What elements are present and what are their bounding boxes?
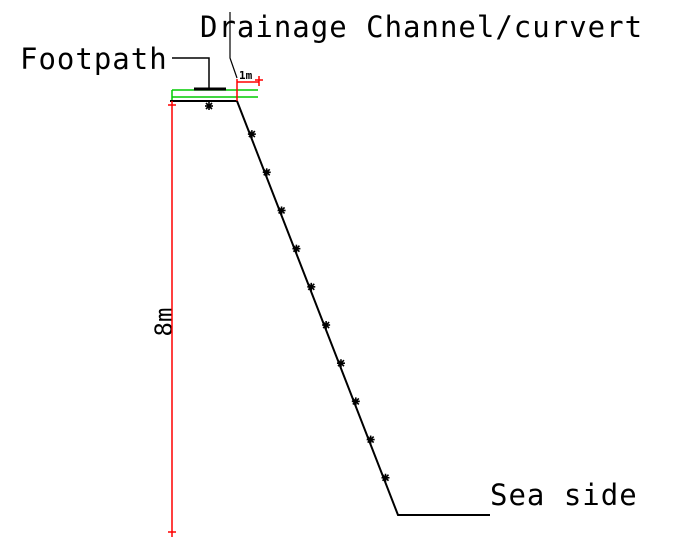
height-dimension-label: 8m (150, 308, 178, 337)
anchor-marker-icon (205, 102, 213, 110)
footpath-strip (171, 89, 258, 101)
anchor-marker-icon (336, 359, 345, 368)
anchor-marker-icon (247, 130, 256, 139)
anchor-marker-icon (351, 397, 360, 406)
anchor-marker-icon (262, 168, 271, 177)
footpath-label: Footpath (20, 42, 168, 76)
anchor-marker-icon (381, 473, 390, 482)
drainage-leader-line (229, 12, 238, 79)
width-dimension-label: 1m (239, 69, 253, 82)
footpath-slab (170, 87, 237, 102)
slope-markers (205, 102, 390, 482)
anchor-marker-icon (366, 435, 375, 444)
drainage-channel-label: Drainage Channel/curvert (200, 10, 643, 44)
width-dimension-line (236, 76, 263, 101)
anchor-marker-icon (322, 321, 331, 330)
height-dimension-line (168, 101, 176, 537)
slope-line (236, 100, 490, 516)
footpath-leader-line (172, 57, 210, 88)
anchor-marker-icon (277, 206, 286, 215)
sea-side-label: Sea side (490, 478, 638, 512)
anchor-marker-icon (307, 282, 316, 291)
anchor-marker-icon (292, 244, 301, 253)
